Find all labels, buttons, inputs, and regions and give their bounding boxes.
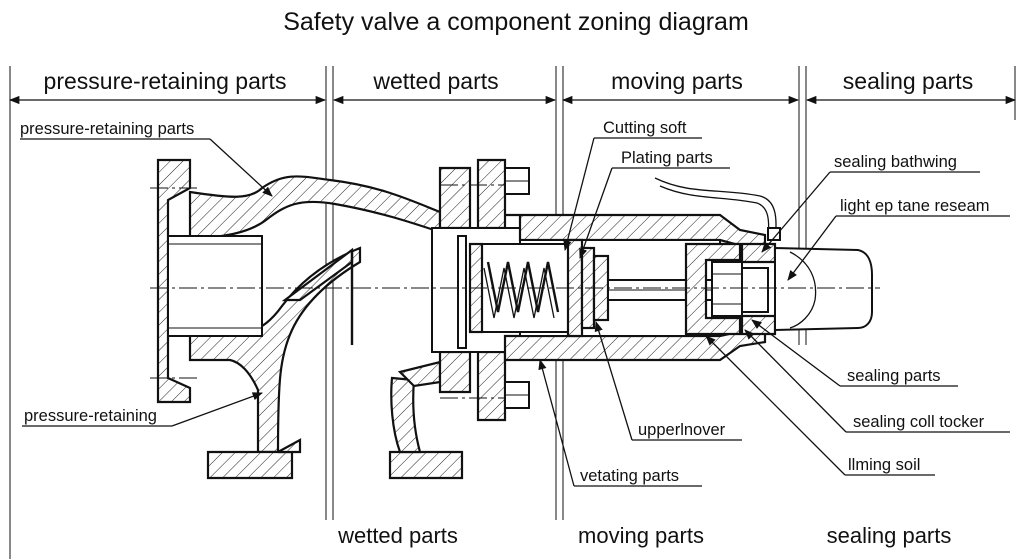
callout-pressure-retaining: pressure-retaining	[24, 407, 157, 425]
callout-light-ep-tane-reseam: light ep tane reseam	[840, 197, 990, 215]
zone-label-wetted: wetted parts	[372, 68, 498, 94]
callout-vetating-parts: vetating parts	[580, 467, 679, 485]
zone-label-moving: moving parts	[611, 68, 743, 94]
zone-label-sealing: sealing parts	[843, 68, 973, 94]
diagram-title: Safety valve a component zoning diagram	[283, 8, 749, 36]
spring-coils	[483, 261, 560, 319]
bottom-label-moving: moving parts	[578, 523, 704, 548]
bottom-label-sealing: sealing parts	[827, 523, 952, 548]
callout-sealing-bathwing: sealing bathwing	[834, 153, 957, 171]
callout-cutting-soft: Cutting soft	[603, 119, 687, 137]
callout-plating-parts: Plating parts	[621, 149, 713, 167]
callout-upper-inover: upperlnover	[638, 421, 726, 439]
zone-label-pressure-retaining: pressure-retaining parts	[44, 68, 287, 94]
callout-sealing-coll-tocker: sealing coll tocker	[853, 413, 985, 431]
callout-lming-soil: llming soil	[848, 456, 920, 474]
callout-sealing-parts: sealing parts	[847, 367, 941, 385]
valve-drawing	[150, 158, 880, 480]
callout-leaders	[20, 137, 1010, 487]
bottom-label-wetted: wetted parts	[337, 523, 458, 548]
callout-pressure-retaining-parts: pressure-retaining parts	[20, 120, 194, 138]
